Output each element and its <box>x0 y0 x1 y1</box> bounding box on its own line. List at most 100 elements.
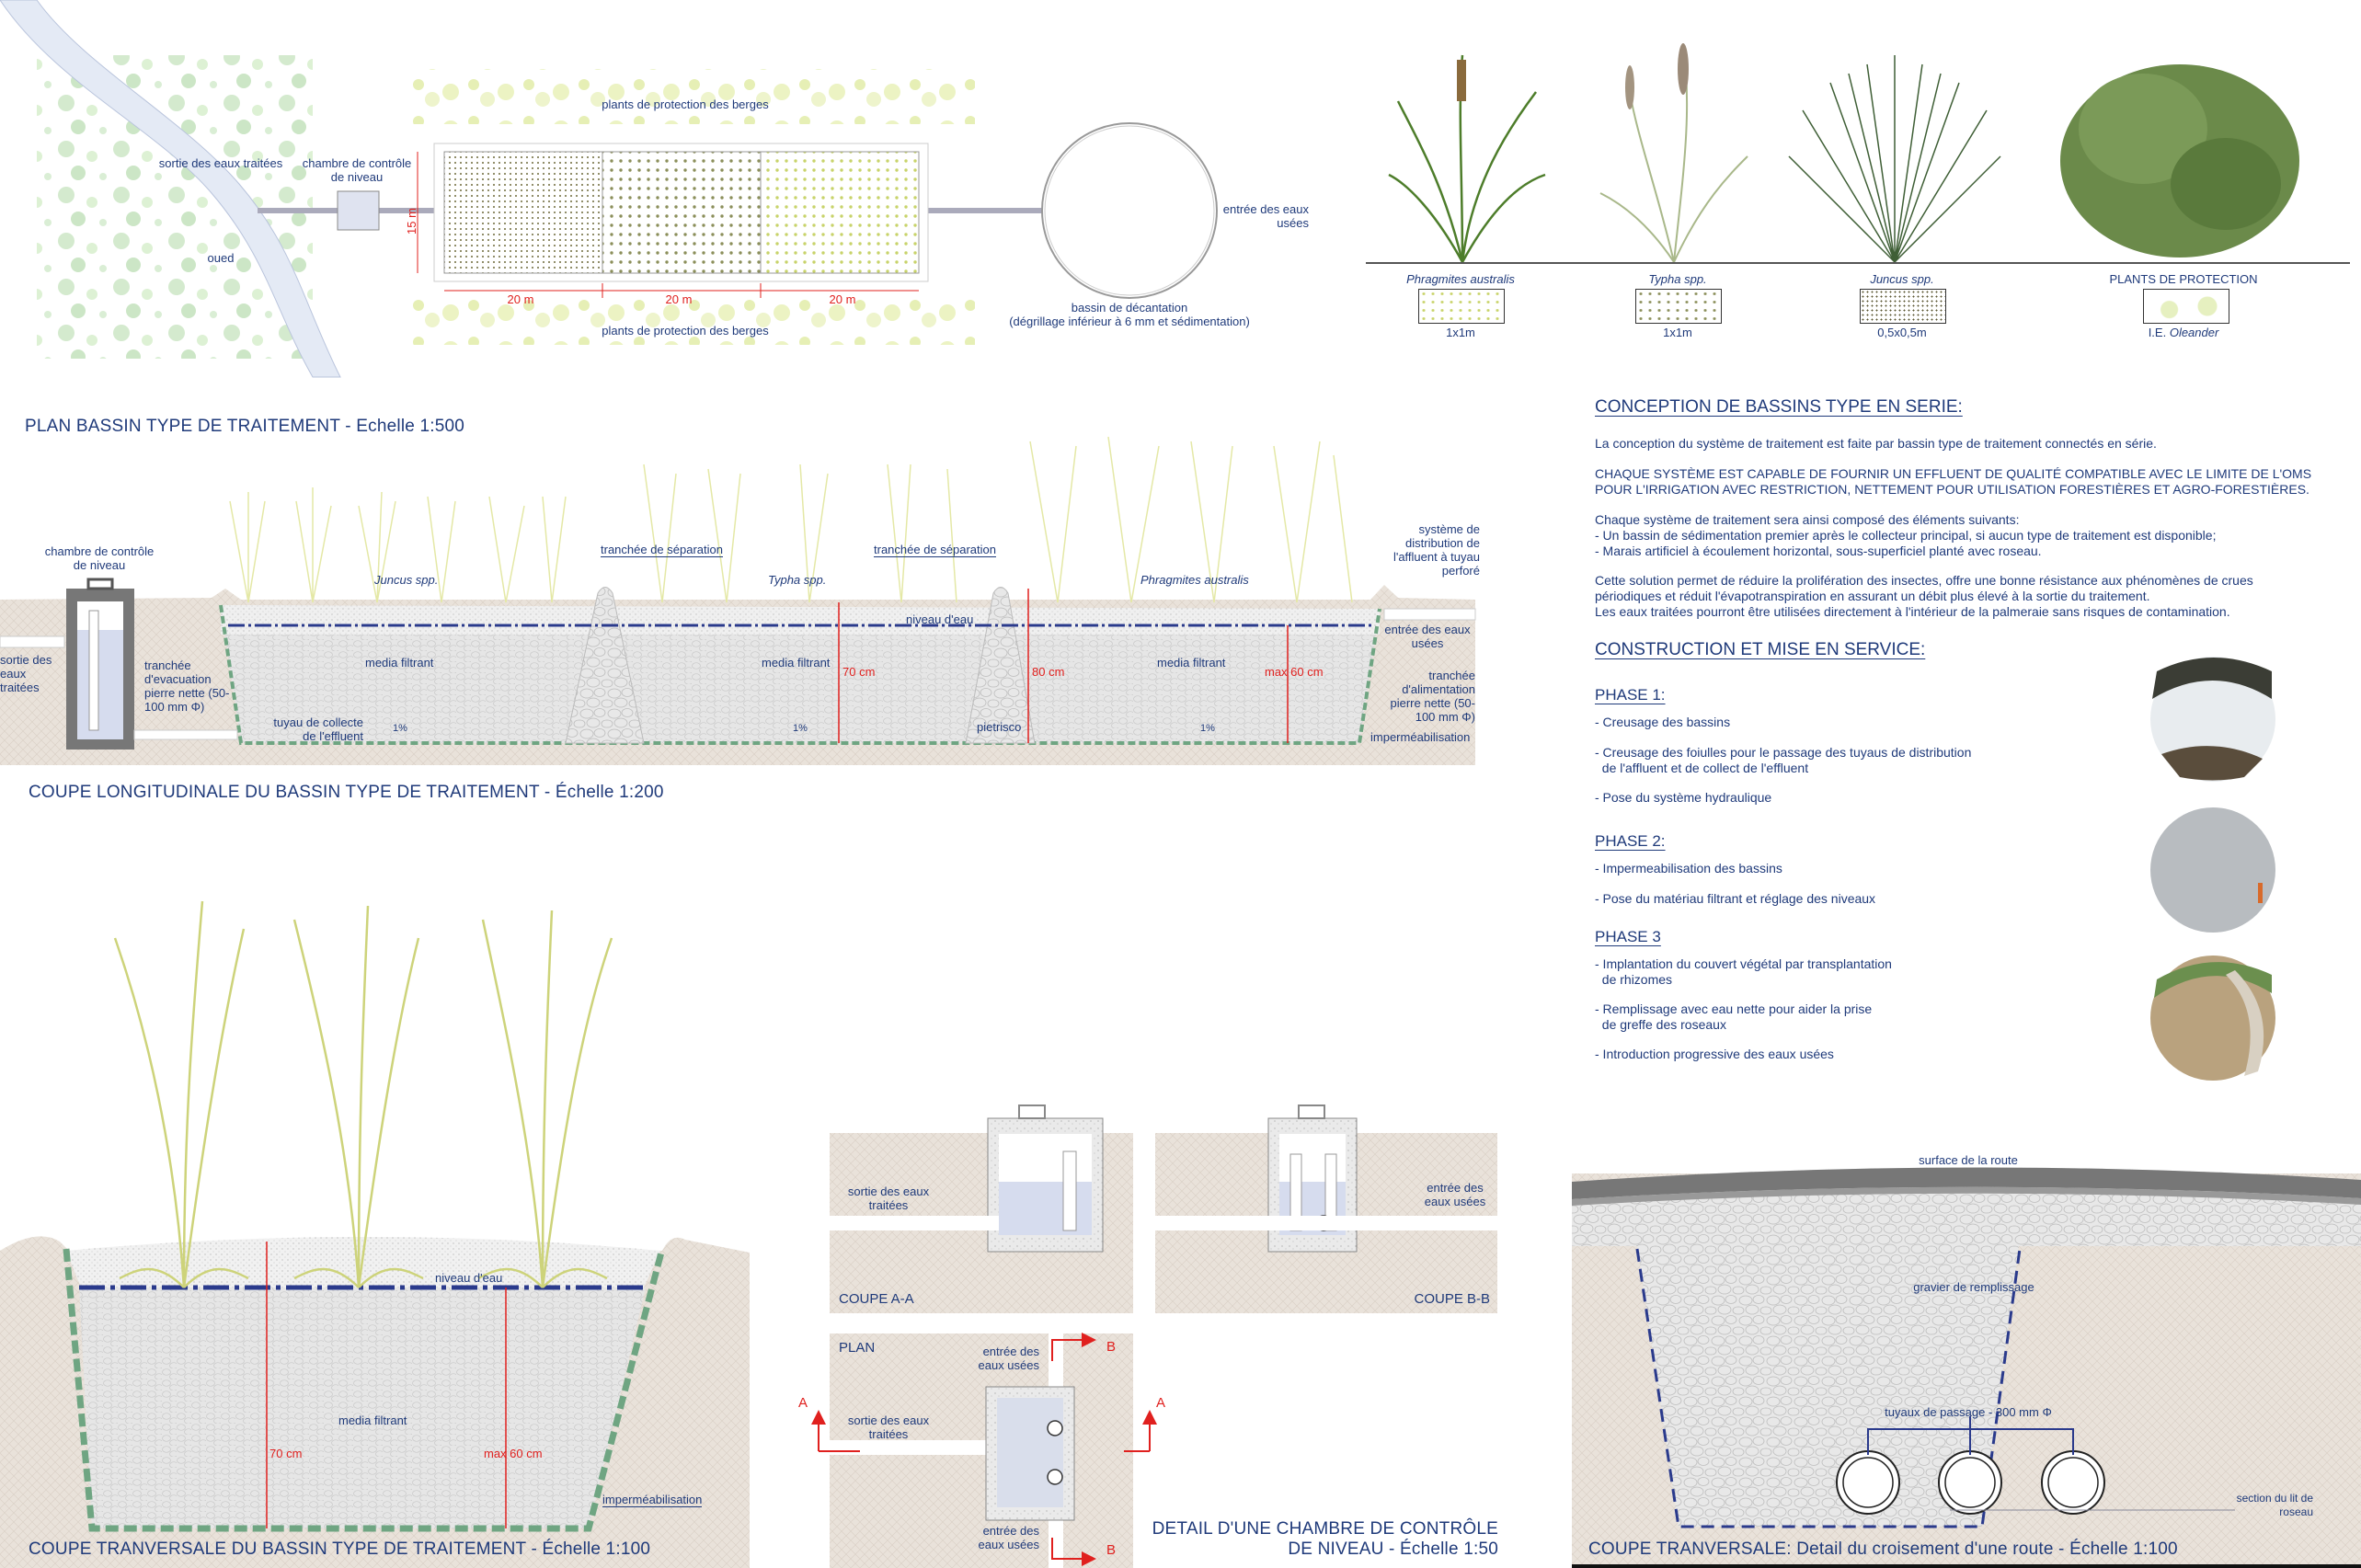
long-dim-70: 70 cm <box>842 665 876 679</box>
plant-illustrations <box>1366 43 2350 264</box>
legend-protection-prefix: I.E. <box>2148 326 2167 339</box>
plan-outlet-label: sortie des eaux traitées <box>158 156 283 170</box>
marker-b-bottom: B <box>1106 1542 1117 1558</box>
settling-basin-note: (dégrillage inférieur à 6 mm et sédiment… <box>1009 315 1250 328</box>
juncus-label: Juncus spp. <box>374 573 439 587</box>
legend-typha-spacing: 1x1m <box>1663 326 1692 339</box>
plan-inlet-label: entrée des eaux usées <box>1222 202 1309 230</box>
construction-title: CONSTRUCTION ET MISE EN SERVICE: <box>1595 640 1926 659</box>
plan-inlet-top-label: entrée des eaux usées <box>978 1345 1040 1372</box>
phase-3-item-1: - Implantation du couvert végétal par tr… <box>1595 956 1892 987</box>
plan-outlet-label: sortie des eaux traitées <box>847 1413 930 1441</box>
cross-title: COUPE TRANVERSALE DU BASSIN TYPE DE TRAI… <box>29 1539 651 1559</box>
phase-2-item-1: - Impermeabilisation des bassins <box>1595 861 1782 876</box>
legend-protection-species: Oleander <box>2169 326 2219 339</box>
plan-label: PLAN <box>839 1340 876 1356</box>
phase-1-item-2: - Creusage des foiulles pour le passage … <box>1595 745 1972 775</box>
chamber-detail-title-2: DE NIVEAU - Échelle 1:50 <box>1288 1539 1498 1559</box>
legend-juncus-name: Juncus spp. <box>1870 272 1934 286</box>
river-oued <box>0 0 341 378</box>
marker-b-top: B <box>1106 1339 1117 1355</box>
design-title: CONCEPTION DE BASSINS TYPE EN SERIE: <box>1595 397 1963 417</box>
liner <box>219 604 1381 745</box>
legend-typha-name: Typha spp. <box>1648 272 1707 286</box>
phase-3-item-3: - Introduction progressive des eaux usée… <box>1595 1047 1834 1061</box>
long-liner-label: imperméabilisation <box>1370 730 1471 744</box>
river-label: oued <box>207 251 235 265</box>
slope-label-2: 1% <box>793 723 808 734</box>
phase-3-title: PHASE 3 <box>1595 928 1661 945</box>
media-filter <box>221 605 1380 743</box>
separation-trench-label-1: tranchée de séparation <box>601 543 723 557</box>
juncus-illustration <box>1788 55 2001 263</box>
marker-a-left: A <box>798 1395 808 1411</box>
media-label-3: media filtrant <box>1157 656 1226 670</box>
long-dim-60: max 60 cm <box>1265 665 1324 679</box>
cross-dim-70: 70 cm <box>269 1447 303 1460</box>
design-paragraph-1: La conception du système de traitement e… <box>1595 436 2157 451</box>
legend-protection-swatch <box>2143 289 2229 324</box>
chamber-detail <box>811 1104 1497 1568</box>
marker-a-right: A <box>1156 1395 1166 1411</box>
reeds-cross <box>113 900 613 1288</box>
oleander-illustration <box>2060 64 2299 258</box>
evac-trench-label: tranchée d'evacuation pierre nette (50-1… <box>144 658 230 714</box>
phase-3-item-2: - Remplissage avec eau nette pour aider … <box>1595 1001 1873 1032</box>
long-chamber-label: chambre de contrôle de niveau <box>44 544 155 572</box>
separation-trench-label-2: tranchée de séparation <box>874 543 996 557</box>
slope-label-1: 1% <box>393 723 407 734</box>
road-surface-label: surface de la route <box>1919 1153 2018 1167</box>
chamber-detail-title-1: DETAIL D'UNE CHAMBRE DE CONTRÔLE <box>1152 1519 1498 1539</box>
longitudinal-section <box>0 436 1476 765</box>
legend-phragmites-name: Phragmites australis <box>1406 272 1515 286</box>
feed-trench-label: tranchée d'alimentation pierre nette (50… <box>1390 669 1476 724</box>
legend-protection-name: PLANTS DE PROTECTION <box>2109 272 2258 286</box>
road-fill-label: gravier de remplissage <box>1913 1280 2034 1294</box>
long-water-level-label: niveau d'eau <box>906 612 974 626</box>
plan-title: PLAN BASSIN TYPE DE TRAITEMENT - Echelle… <box>25 417 465 436</box>
bank-plants-top-label: plants de protection des berges <box>602 97 769 111</box>
design-paragraph-4-line-2: périodiques et réduit l'évapotranspirati… <box>1595 589 2150 603</box>
separation-trench-2 <box>965 587 1036 744</box>
phase-2-title: PHASE 2: <box>1595 832 1666 850</box>
cell-dimension-2: 20 m <box>665 292 693 306</box>
cell-phragmites <box>760 151 920 274</box>
design-paragraph-4-line-1: Cette solution permet de réduire la prol… <box>1595 573 2253 588</box>
plan-inlet-bottom-label: entrée des eaux usées <box>978 1524 1040 1551</box>
legend-typha-swatch <box>1635 289 1722 324</box>
road-pipes-label: tuyaux de passage - 300 mm Φ <box>1885 1405 2052 1419</box>
settling-basin <box>1041 122 1218 299</box>
phragmites-label: Phragmites australis <box>1140 573 1249 587</box>
legend-phragmites-spacing: 1x1m <box>1446 326 1475 339</box>
design-paragraph-3-line-3: - Marais artificiel à écoulement horizon… <box>1595 544 2042 558</box>
phase-photos <box>2150 657 2275 1081</box>
bb-inlet-label: entrée des eaux usées <box>1424 1181 1486 1208</box>
media-label-2: media filtrant <box>762 656 831 670</box>
legend-protection-spacing: I.E. Oleander <box>2149 326 2219 339</box>
legend-juncus-swatch <box>1860 289 1946 324</box>
phase-2-item-2: - Pose du matériau filtrant et réglage d… <box>1595 891 1876 906</box>
phragmites-illustration <box>1388 54 1546 263</box>
road-section <box>1572 1167 2361 1568</box>
separation-trench-1 <box>565 587 645 744</box>
media-label-1: media filtrant <box>365 656 434 670</box>
section-markers <box>811 1333 1157 1566</box>
typha-label: Typha spp. <box>768 573 827 587</box>
long-dim-80: 80 cm <box>1032 665 1065 679</box>
photo-phase-2 <box>2150 807 2275 933</box>
design-paragraph-2-line-1: CHAQUE SYSTÈME EST CAPABLE DE FOURNIR UN… <box>1595 466 2312 481</box>
phase-1-item-1: - Creusage des bassins <box>1595 715 1731 729</box>
collect-pipe-label: tuyau de collecte de l'effluent <box>273 715 363 743</box>
cell-juncus <box>443 151 603 274</box>
long-outlet-label: sortie des eaux traitées <box>0 653 52 694</box>
bank-plants-bottom-label: plants de protection des berges <box>602 324 769 338</box>
gravel-label: pietrisco <box>977 720 1022 734</box>
distribution-label: système de distribution de l'affluent à … <box>1393 522 1480 578</box>
design-paragraph-3-line-2: - Un bassin de sédimentation premier apr… <box>1595 528 2217 543</box>
reed-bed-label: section du lit de roseau <box>2236 1492 2313 1518</box>
bank-plants-top <box>405 69 975 124</box>
longitudinal-title: COUPE LONGITUDINALE DU BASSIN TYPE DE TR… <box>29 783 664 802</box>
section-aa-label: COUPE A-A <box>839 1291 914 1307</box>
slope-label-3: 1% <box>1200 723 1215 734</box>
